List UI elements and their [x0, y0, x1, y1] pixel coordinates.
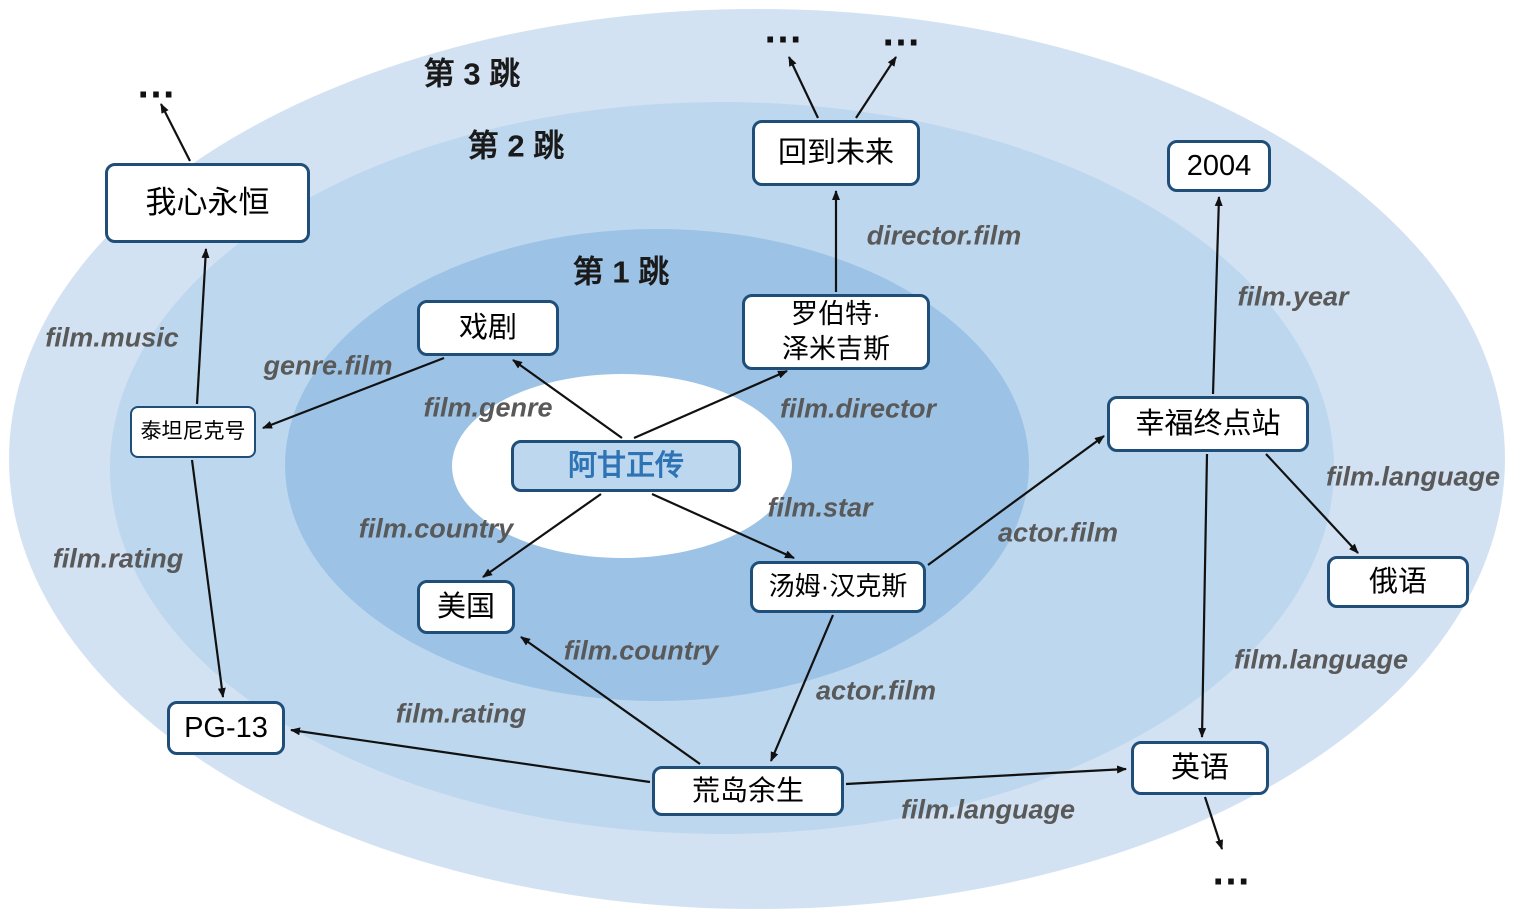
edge-label-film-genre: film.genre [423, 392, 553, 423]
edge-label-film-year: film.year [1237, 281, 1349, 312]
edge-titanic-to-heart [195, 248, 210, 405]
edge-heart-to-ellipsis [160, 103, 191, 162]
edge-label-film-director: film.director [779, 393, 937, 424]
node-label: 美国 [436, 590, 495, 623]
hop-label-2: 第 2 跳 [467, 128, 565, 164]
edge-gump-to-zemeckis [633, 369, 788, 440]
node-label: 汤姆·汉克斯 [768, 571, 908, 602]
node-drama: 戏剧 [417, 300, 559, 356]
edge-terminal-to-english [1198, 453, 1209, 738]
edge-label-actor-film-terminal: actor.film [997, 517, 1119, 548]
node-label: 英语 [1170, 751, 1229, 784]
node-label: 回到未来 [777, 136, 894, 169]
node-label: 罗伯特·泽米吉斯 [781, 298, 890, 364]
node-titanic: 泰坦尼克号 [130, 406, 256, 458]
node-label: PG-13 [184, 711, 268, 744]
edge-label-film-star: film.star [767, 492, 873, 523]
edge-label-film-rating-castaway: film.rating [395, 698, 527, 729]
node-label: 俄语 [1368, 565, 1427, 598]
edge-gump-to-usa [482, 493, 602, 578]
edge-label-film-language-castaway: film.language [900, 794, 1076, 825]
edge-label-film-language-russian: film.language [1325, 461, 1501, 492]
ellipsis-top-center-right: … [881, 10, 923, 55]
edge-label-film-country-castaway: film.country [563, 635, 719, 666]
node-english: 英语 [1131, 741, 1269, 795]
node-robert-zemeckis: 罗伯特·泽米吉斯 [742, 294, 930, 370]
edge-label-actor-film-castaway: actor.film [815, 675, 937, 706]
edge-label-genre-film: genre.film [263, 350, 393, 381]
edge-backfuture-to-ellipsis-left [788, 56, 819, 119]
edge-gump-to-drama [512, 359, 623, 439]
ellipsis-top-left: … [136, 62, 178, 107]
edge-castaway-to-usa [520, 636, 701, 765]
edge-english-to-ellipsis [1203, 796, 1224, 850]
edge-gump-to-hanks [651, 492, 795, 560]
edge-label-film-language-english: film.language [1233, 644, 1409, 675]
edge-titanic-to-pg13 [190, 459, 226, 698]
node-the-terminal: 幸福终点站 [1107, 396, 1309, 452]
node-label: 荒岛余生 [691, 775, 804, 807]
edge-castaway-to-pg13 [290, 727, 651, 784]
node-russian: 俄语 [1327, 556, 1469, 608]
ellipsis-bottom-right: … [1211, 849, 1253, 894]
edge-label-film-music: film.music [45, 322, 179, 353]
node-label: 我心永恒 [145, 185, 270, 221]
edge-castaway-to-english [845, 765, 1127, 786]
node-label: 幸福终点站 [1135, 407, 1281, 440]
edge-hanks-to-terminal [927, 435, 1105, 566]
node-year-2004: 2004 [1167, 140, 1271, 192]
node-pg-13: PG-13 [167, 701, 285, 755]
edges [160, 56, 1359, 850]
node-back-to-the-future: 回到未来 [752, 120, 920, 186]
node-label: 泰坦尼克号 [140, 420, 246, 444]
edge-label-director-film: director.film [866, 220, 1022, 251]
hop-label-3: 第 3 跳 [423, 56, 521, 92]
node-usa: 美国 [417, 580, 515, 634]
node-label: 戏剧 [458, 311, 517, 344]
edge-hanks-to-castaway [769, 614, 835, 762]
edge-label-film-country-usa: film.country [358, 513, 514, 544]
hop-label-1: 第 1 跳 [572, 254, 670, 290]
node-forrest-gump: 阿甘正传 [511, 440, 741, 492]
edge-label-film-rating-titanic: film.rating [52, 543, 184, 574]
edge-terminal-to-russian [1265, 453, 1359, 554]
edge-drama-to-titanic [262, 356, 445, 430]
node-my-heart-will-go-on: 我心永恒 [105, 163, 310, 243]
node-tom-hanks: 汤姆·汉克斯 [750, 561, 926, 613]
node-label: 阿甘正传 [567, 449, 684, 482]
edge-backfuture-to-ellipsis-right [855, 56, 897, 119]
ellipsis-top-center-left: … [763, 7, 805, 52]
edge-terminal-to-2004 [1211, 196, 1223, 395]
node-cast-away: 荒岛余生 [652, 766, 844, 816]
node-label: 2004 [1186, 149, 1252, 182]
